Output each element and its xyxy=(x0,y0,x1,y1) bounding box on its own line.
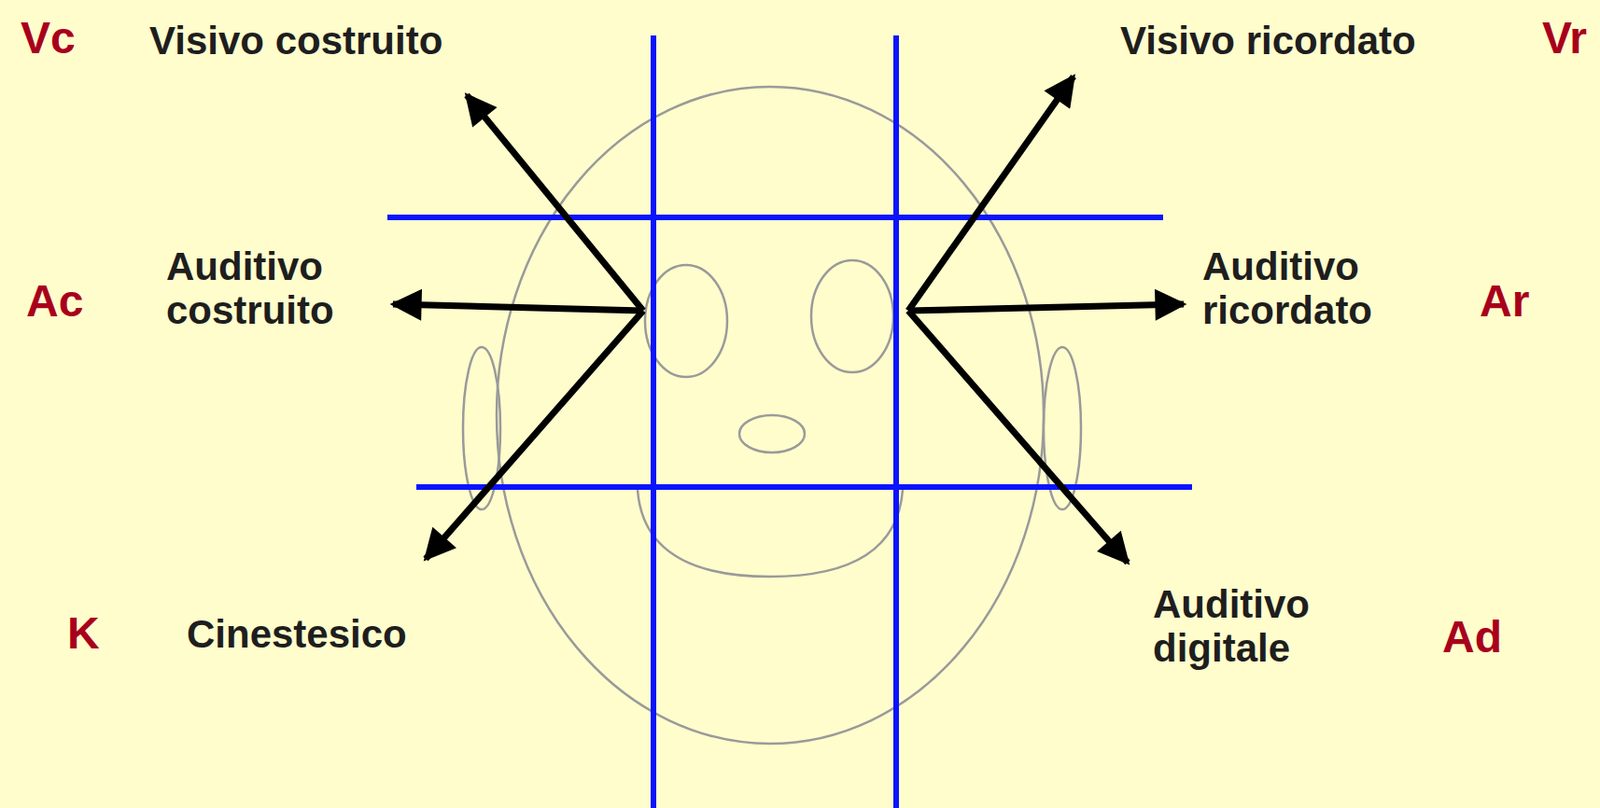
cue-label: Auditivo costruito xyxy=(166,244,381,333)
grid-lines xyxy=(387,35,1193,808)
cue-abbreviation: Ad xyxy=(1442,612,1502,663)
cue-label: Visivo ricordato xyxy=(1120,18,1417,63)
cue-label: Visivo costruito xyxy=(149,18,443,63)
cue-label: Auditivo ricordato xyxy=(1202,244,1427,333)
cue-abbreviation: Ac xyxy=(26,276,84,327)
cue-abbreviation: K xyxy=(67,608,100,660)
cue-abbreviation: Ar xyxy=(1479,276,1530,327)
cue-abbreviation: Vc xyxy=(20,13,76,64)
cue-label: Auditivo digitale xyxy=(1152,582,1377,671)
direction-arrows xyxy=(392,76,1184,563)
cue-label: Cinestesico xyxy=(186,612,408,657)
cue-abbreviation: Vr xyxy=(1542,13,1587,64)
